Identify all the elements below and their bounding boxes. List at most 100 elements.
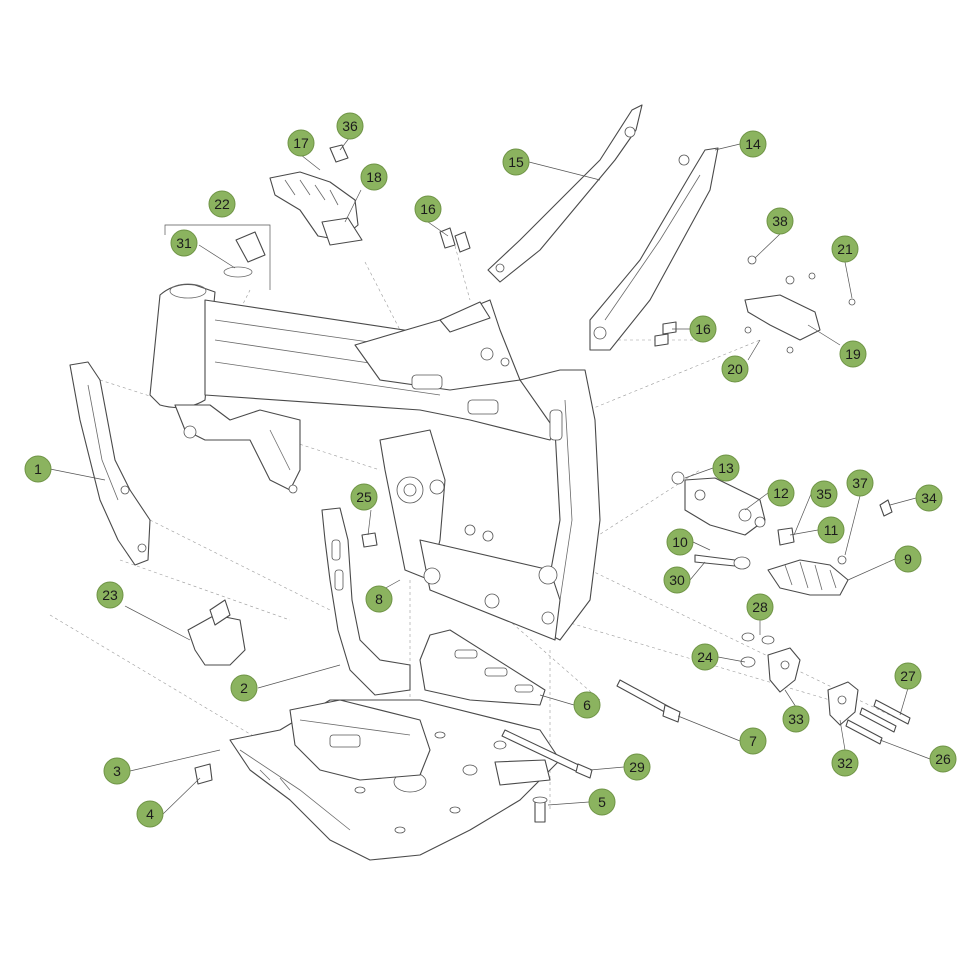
callout-18[interactable]: 18	[360, 163, 388, 191]
callout-35[interactable]: 35	[810, 480, 838, 508]
callout-32[interactable]: 32	[831, 749, 859, 777]
part-9-footpeg	[767, 499, 893, 596]
svg-text:23: 23	[102, 587, 118, 603]
svg-text:20: 20	[727, 361, 743, 377]
callout-9[interactable]: 9	[894, 545, 922, 573]
svg-text:12: 12	[773, 485, 789, 501]
callout-26[interactable]: 26	[929, 745, 957, 773]
callout-38[interactable]: 38	[766, 207, 794, 235]
svg-text:18: 18	[366, 169, 382, 185]
callout-37[interactable]: 37	[846, 469, 874, 497]
svg-text:35: 35	[816, 486, 832, 502]
callout-1[interactable]: 1	[24, 455, 52, 483]
callout-30[interactable]: 30	[663, 566, 691, 594]
callout-12[interactable]: 12	[767, 479, 795, 507]
callout-29[interactable]: 29	[623, 753, 651, 781]
svg-text:34: 34	[921, 490, 937, 506]
callout-15[interactable]: 15	[502, 148, 530, 176]
callout-22[interactable]: 22	[208, 190, 236, 218]
small-fasteners	[194, 532, 548, 823]
callout-33[interactable]: 33	[782, 705, 810, 733]
svg-text:29: 29	[629, 759, 645, 775]
callout-16b[interactable]: 16	[689, 315, 717, 343]
part-1-side-guard	[69, 361, 151, 566]
svg-text:10: 10	[672, 534, 688, 550]
svg-text:28: 28	[752, 599, 768, 615]
svg-text:25: 25	[356, 489, 372, 505]
svg-text:15: 15	[508, 154, 524, 170]
svg-text:13: 13	[718, 460, 734, 476]
callout-13[interactable]: 13	[712, 454, 740, 482]
callout-10[interactable]: 10	[666, 528, 694, 556]
svg-text:14: 14	[745, 136, 761, 152]
callout-34[interactable]: 34	[915, 484, 943, 512]
svg-text:4: 4	[146, 806, 154, 822]
svg-text:16: 16	[695, 321, 711, 337]
callout-23[interactable]: 23	[96, 581, 124, 609]
callout-11[interactable]: 11	[817, 516, 845, 544]
svg-text:38: 38	[772, 213, 788, 229]
part-14-subframe-rail	[589, 147, 719, 351]
svg-text:3: 3	[113, 763, 121, 779]
svg-text:36: 36	[342, 118, 358, 134]
part-23-clamp	[187, 599, 246, 666]
svg-text:22: 22	[214, 196, 230, 212]
engine-guard-block	[289, 699, 431, 781]
callout-4[interactable]: 4	[136, 800, 164, 828]
part-32-plate	[827, 681, 859, 726]
svg-text:31: 31	[176, 235, 192, 251]
svg-text:21: 21	[837, 241, 853, 257]
svg-text:33: 33	[788, 711, 804, 727]
leader-lines	[49, 136, 931, 815]
callout-8[interactable]: 8	[365, 585, 393, 613]
svg-text:6: 6	[583, 697, 591, 713]
callout-27[interactable]: 27	[894, 662, 922, 690]
svg-text:11: 11	[824, 522, 839, 538]
part-17-footpeg-top	[269, 144, 363, 246]
callout-28[interactable]: 28	[746, 593, 774, 621]
callout-16a[interactable]: 16	[414, 195, 442, 223]
svg-text:37: 37	[852, 475, 868, 491]
svg-text:16: 16	[420, 201, 436, 217]
svg-text:1: 1	[34, 461, 42, 477]
svg-text:30: 30	[669, 572, 685, 588]
callout-25[interactable]: 25	[350, 483, 378, 511]
callout-6[interactable]: 6	[573, 691, 601, 719]
callout-21[interactable]: 21	[831, 235, 859, 263]
svg-text:19: 19	[845, 346, 861, 362]
part-22-cap	[164, 224, 271, 290]
callout-14[interactable]: 14	[739, 130, 767, 158]
svg-text:24: 24	[697, 649, 713, 665]
callout-24[interactable]: 24	[691, 643, 719, 671]
callout-2[interactable]: 2	[230, 674, 258, 702]
part-6-cradle-plate	[419, 629, 546, 706]
svg-text:27: 27	[900, 668, 916, 684]
callout-20[interactable]: 20	[721, 355, 749, 383]
callout-19[interactable]: 19	[839, 340, 867, 368]
callout-markers: 1 2 3 4 5 6 7 8 9 10 11 12 13 14 15 16 1…	[24, 112, 957, 828]
callout-3[interactable]: 3	[103, 757, 131, 785]
svg-text:26: 26	[935, 751, 951, 767]
callout-5[interactable]: 5	[588, 788, 616, 816]
part-26-27-bolts	[845, 699, 911, 745]
svg-text:9: 9	[904, 551, 912, 567]
part-15-subframe-rail	[487, 104, 643, 283]
svg-text:8: 8	[375, 591, 383, 607]
long-bolts	[494, 679, 681, 786]
callout-36[interactable]: 36	[336, 112, 364, 140]
part-33-plate	[740, 632, 801, 693]
svg-text:32: 32	[837, 755, 853, 771]
svg-text:2: 2	[240, 680, 248, 696]
part-19-bracket	[744, 255, 856, 354]
main-frame	[149, 283, 601, 641]
callout-31[interactable]: 31	[170, 229, 198, 257]
svg-text:17: 17	[293, 135, 309, 151]
part-2-frame-rail	[321, 507, 411, 696]
callout-17[interactable]: 17	[287, 129, 315, 157]
callout-7[interactable]: 7	[739, 727, 767, 755]
svg-text:5: 5	[598, 794, 606, 810]
part-12-mount	[671, 471, 795, 570]
svg-text:7: 7	[749, 733, 757, 749]
